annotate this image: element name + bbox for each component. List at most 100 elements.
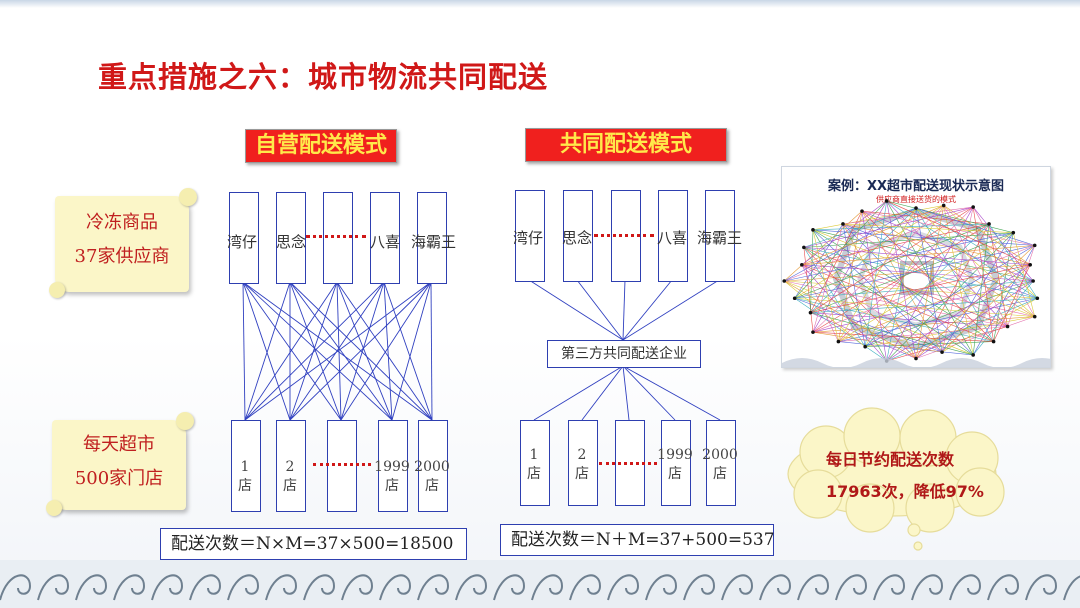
- case-point-3: [1005, 324, 1010, 329]
- wave-0: [0, 574, 32, 601]
- wave-4: [151, 574, 184, 601]
- case-point-12: [808, 310, 813, 315]
- saving-line-1: 每日节约配送次数: [826, 450, 955, 469]
- self-supplier-label-5: 海霸王: [411, 233, 457, 251]
- case-ray-6-5: [812, 331, 943, 353]
- case-point-17: [811, 228, 815, 232]
- case-point-20: [884, 199, 889, 203]
- case-ray-27-17: [803, 247, 1031, 266]
- case-ray-19-13: [861, 210, 994, 342]
- case-ray-27-5: [993, 264, 1031, 342]
- case-point-14: [782, 279, 787, 283]
- self-link-4-3: [340, 281, 385, 421]
- wave-14: [531, 574, 564, 601]
- wave-9: [341, 574, 374, 601]
- self-supplier-label-4: 八喜: [370, 233, 401, 251]
- joint-store-box-1: [520, 420, 550, 506]
- case-ray-10-17: [838, 264, 1031, 342]
- case-study-image: 案例：XX超市配送现状示意图 供应商直接送货的模式: [781, 166, 1051, 368]
- case-ray-15-13: [801, 264, 1034, 282]
- case-network-graphic: [782, 199, 1050, 367]
- joint-supplier-link-1: [528, 279, 624, 341]
- case-point-18: [841, 222, 845, 226]
- case-ray-26-17: [801, 245, 1035, 266]
- self-link-4-2: [289, 281, 385, 421]
- case-point-10: [836, 339, 841, 344]
- case-ray-4-17: [915, 207, 994, 342]
- case-ray-23-9: [972, 207, 994, 342]
- joint-store-link-1: [533, 365, 624, 421]
- self-link-3-1: [244, 281, 338, 421]
- case-ray-22-5: [943, 205, 1031, 266]
- joint-store-box-4: [661, 420, 691, 506]
- case-ray-19-9: [861, 210, 1034, 282]
- joint-supplier-box-1: [515, 190, 545, 282]
- self-link-3-4: [336, 281, 393, 421]
- self-link-1-3: [242, 281, 342, 421]
- self-store-box-4: [378, 420, 408, 512]
- self-link-2-3: [289, 281, 342, 421]
- supplier-label-line-2: 37家供应商: [74, 246, 170, 267]
- self-supplier-box-3: [323, 192, 353, 284]
- decorative-waves: [0, 560, 1080, 608]
- case-point-19: [860, 209, 864, 213]
- self-link-2-1: [244, 281, 291, 421]
- case-ray-1-17: [842, 223, 1038, 299]
- case-ray-22-9: [943, 205, 1008, 327]
- case-ray-11-13: [812, 223, 990, 333]
- case-ray-24-17: [794, 223, 990, 299]
- self-link-5-3: [340, 281, 432, 421]
- case-point-13: [792, 296, 797, 301]
- wave-13: [493, 574, 526, 601]
- joint-supplier-link-4: [622, 279, 673, 341]
- store-label-line-1: 每天超市: [83, 434, 155, 455]
- wave-25: [949, 574, 982, 601]
- case-ray-9-17: [865, 245, 1035, 347]
- case-ray-7-17: [915, 223, 990, 359]
- wave-16: [607, 574, 640, 601]
- self-formula: 配送次数＝N×M=37×500=18500: [160, 528, 467, 560]
- case-ray-5-13: [842, 223, 974, 356]
- case-ray-6-21: [941, 264, 1031, 353]
- self-store-box-3: [327, 420, 357, 512]
- case-ray-24-13: [864, 223, 990, 347]
- self-link-5-5: [430, 281, 433, 421]
- wave-17: [645, 574, 678, 601]
- case-point-11: [811, 330, 815, 334]
- wave-10: [379, 574, 412, 601]
- page-title: 重点措施之六：城市物流共同配送: [98, 60, 549, 94]
- supplier-scroll-label: 冷冻商品 37家供应商: [49, 188, 197, 298]
- case-ray-6-17: [941, 206, 974, 353]
- self-supplier-box-4: [370, 192, 400, 284]
- case-ray-15-17: [801, 264, 994, 342]
- joint-supplier-label-4: 八喜: [657, 229, 688, 247]
- case-point-25: [1011, 230, 1016, 235]
- self-link-1-1: [242, 281, 246, 421]
- case-ray-25-21: [842, 223, 1014, 233]
- case-ray-0-17: [812, 229, 1034, 282]
- case-ray-22-21: [801, 205, 944, 266]
- case-ray-26-5: [1007, 245, 1035, 327]
- case-ray-15-5: [801, 200, 887, 266]
- case-ray-18-17: [842, 223, 917, 359]
- case-ray-21-9: [915, 207, 1035, 317]
- self-link-4-5: [383, 281, 433, 421]
- self-supplier-box-2: [276, 192, 306, 284]
- joint-store-ellipsis: [599, 462, 657, 465]
- case-point-21: [914, 206, 918, 210]
- self-supplier-label-2: 思念: [276, 233, 307, 251]
- case-point-2: [1032, 314, 1037, 319]
- wave-18: [683, 574, 716, 601]
- top-bar: [0, 0, 1080, 8]
- wave-11: [417, 574, 450, 601]
- third-party-hub: 第三方共同配送企业: [547, 340, 701, 368]
- case-point-7: [914, 356, 918, 361]
- wave-20: [759, 574, 792, 601]
- case-point-1: [1035, 296, 1040, 301]
- case-point-15: [800, 262, 804, 267]
